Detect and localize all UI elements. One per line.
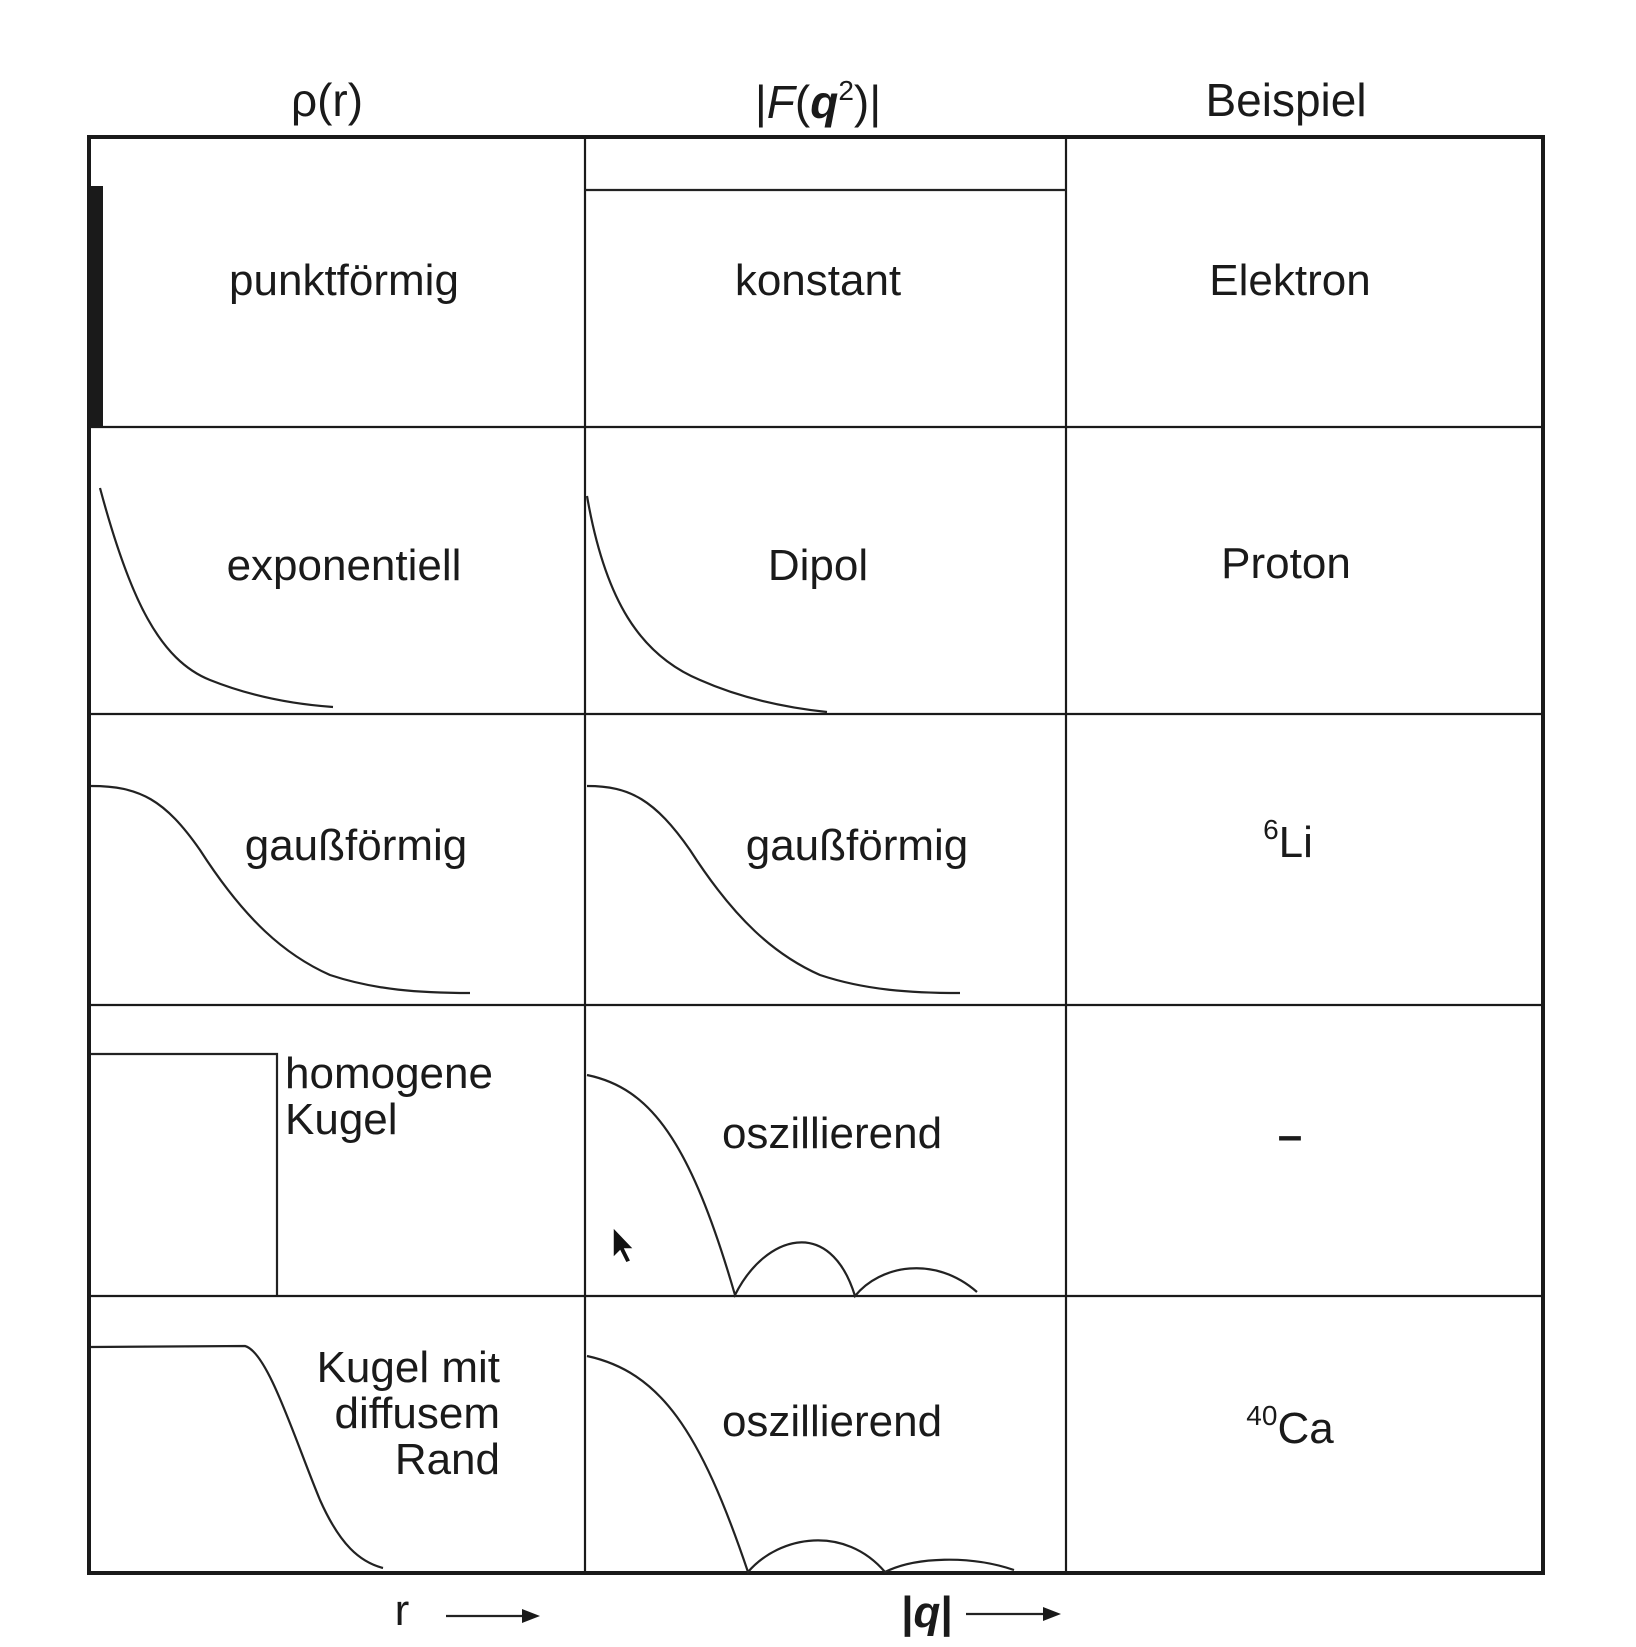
example-proton: Proton (1221, 539, 1351, 588)
axis-label-q: |q| (901, 1588, 953, 1638)
axis-label-r: r (395, 1586, 410, 1635)
example-none: – (1278, 1111, 1302, 1160)
density-label-gaussian: gaußförmig (245, 821, 468, 870)
oscillating-form-factor-curve-1 (586, 1073, 978, 1299)
oscillating-form-factor-curve-2 (586, 1354, 1015, 1575)
form-factor-label-oscillating-2: oszillierend (722, 1397, 942, 1446)
example-ca40: 40Ca (1246, 1400, 1334, 1453)
density-label-diffuse-line2: diffusem (335, 1389, 501, 1438)
example-li6: 6Li (1263, 814, 1313, 867)
axis-arrow-q-head (1043, 1607, 1061, 1621)
dipole-form-factor-curve (585, 495, 828, 714)
mouse-cursor-icon (612, 1225, 636, 1264)
point-density-spike (91, 186, 103, 426)
homogeneous-sphere-density (91, 1052, 279, 1295)
diffuse-sphere-density-curve (90, 1344, 384, 1570)
form-factor-label-constant: konstant (735, 256, 901, 305)
header-example: Beispiel (1205, 74, 1366, 126)
density-label-diffuse-line3: Rand (395, 1435, 500, 1484)
form-factor-label-dipole: Dipol (768, 541, 868, 590)
form-factor-label-gaussian: gaußförmig (746, 821, 969, 870)
header-density: ρ(r) (291, 74, 363, 126)
density-label-point: punktförmig (229, 256, 459, 305)
density-label-exponential: exponentiell (227, 541, 462, 590)
density-label-homogeneous-line2: Kugel (285, 1095, 398, 1144)
table-border (87, 135, 1545, 1575)
exponential-density-curve (98, 487, 334, 709)
form-factor-label-oscillating-1: oszillierend (722, 1109, 942, 1158)
gaussian-density-curve (90, 784, 471, 995)
header-form-factor: |F(q2)| (755, 75, 881, 128)
density-label-homogeneous-line1: homogene (285, 1049, 493, 1098)
axis-arrow-r-head (522, 1609, 540, 1623)
density-label-diffuse-line1: Kugel mit (317, 1343, 500, 1392)
example-electron: Elektron (1209, 256, 1370, 305)
gaussian-form-factor-curve (586, 784, 961, 995)
